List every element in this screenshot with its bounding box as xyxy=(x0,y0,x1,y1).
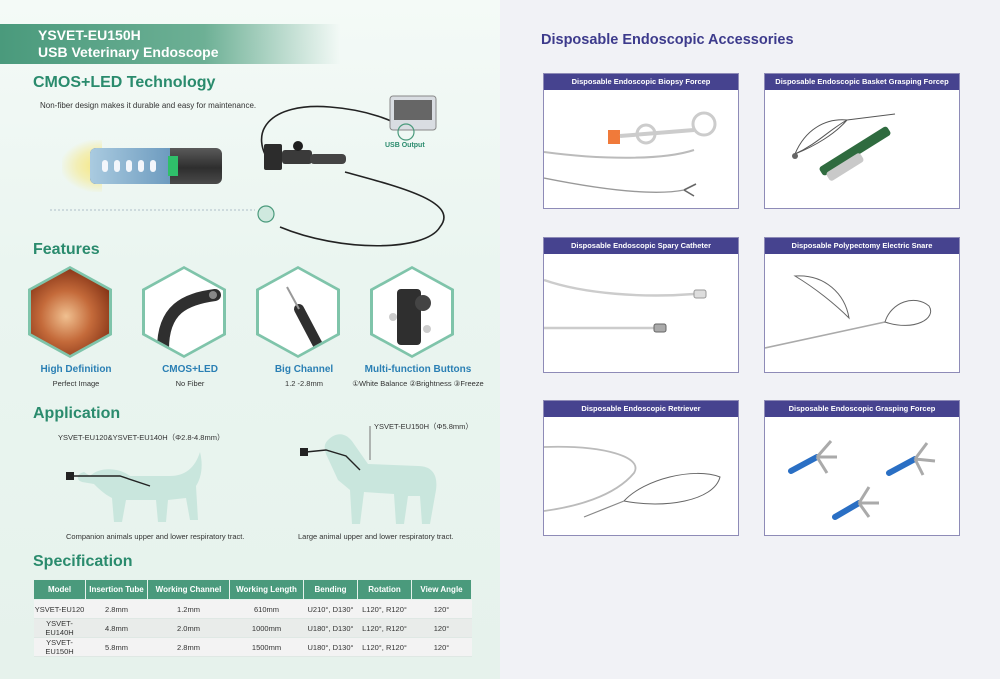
card-title: Disposable Endoscopic Retriever xyxy=(544,401,738,417)
feature-sub-cmos: No Fiber xyxy=(175,379,205,388)
product-title: USB Veterinary Endoscope xyxy=(38,44,219,60)
spec-col-header: Model xyxy=(33,579,86,600)
retriever-image xyxy=(544,445,721,518)
feature-sub-hd: Perfect Image xyxy=(52,379,100,388)
application-title: Application xyxy=(33,405,121,422)
card-polypectomy-snare: Disposable Polypectomy Electric Snare xyxy=(764,237,960,373)
spec-cell: YSVET-EU140H xyxy=(33,618,86,638)
spec-cell: U180°, D130° xyxy=(303,637,358,657)
card-title: Disposable Polypectomy Electric Snare xyxy=(765,238,959,254)
table-row: YSVET-EU140H 4.8mm 2.0mm 1000mm U180°, D… xyxy=(33,618,472,638)
grasping-forcep-image xyxy=(788,440,936,520)
feature-name-channel: Big Channel xyxy=(274,364,334,375)
small-animal-model-label: YSVET-EU120&YSVET-EU140H（Φ2.8-4.8mm） xyxy=(58,433,225,442)
horse-illustration xyxy=(300,426,437,524)
feature-hex-hd xyxy=(28,266,112,358)
feature-hex-cmos xyxy=(142,266,226,358)
card-grasping-forcep: Disposable Endoscopic Grasping Forcep xyxy=(764,400,960,536)
spec-cell: 2.0mm xyxy=(147,618,230,638)
card-basket-grasping-forcep: Disposable Endoscopic Basket Grasping Fo… xyxy=(764,73,960,209)
spray-catheter-image xyxy=(544,278,707,333)
card-biopsy-forcep: Disposable Endoscopic Biopsy Forcep xyxy=(543,73,739,209)
spec-cell: 120° xyxy=(411,599,472,619)
polypectomy-snare-image xyxy=(765,275,932,349)
dog-illustration xyxy=(66,452,202,522)
spec-cell: 5.8mm xyxy=(85,637,148,657)
spec-col-header: Rotation xyxy=(357,579,412,600)
small-animal-caption: Companion animals upper and lower respir… xyxy=(66,532,245,541)
spec-cell: U180°, D130° xyxy=(303,618,358,638)
spec-col-header: Working Channel xyxy=(147,579,230,600)
specification-table: Model Insertion Tube Working Channel Wor… xyxy=(33,579,472,657)
endoscope-device-image xyxy=(50,95,445,247)
channel-tip-image xyxy=(259,269,337,355)
spec-cell: L120°, R120° xyxy=(357,637,412,657)
card-spray-catheter: Disposable Endoscopic Spary Catheter xyxy=(543,237,739,373)
tissue-image xyxy=(31,269,109,355)
spec-cell: U210°, D130° xyxy=(303,599,358,619)
table-row: YSVET-EU150H 5.8mm 2.8mm 1500mm U180°, D… xyxy=(33,637,472,657)
usb-output-label: USB Output xyxy=(385,142,425,149)
model-title: YSVET-EU150H xyxy=(38,27,141,43)
basket-forcep-image xyxy=(792,113,896,181)
large-animal-caption: Large animal upper and lower respiratory… xyxy=(298,532,454,541)
scope-tube-image xyxy=(145,269,223,355)
feature-hex-channel xyxy=(256,266,340,358)
feature-name-cmos: CMOS+LED xyxy=(162,364,218,375)
spec-cell: 2.8mm xyxy=(147,637,230,657)
accessories-title: Disposable Endoscopic Accessories xyxy=(541,32,794,48)
spec-col-header: Bending xyxy=(303,579,358,600)
card-title: Disposable Endoscopic Basket Grasping Fo… xyxy=(765,74,959,90)
feature-name-buttons: Multi-function Buttons xyxy=(364,364,472,375)
card-retriever: Disposable Endoscopic Retriever xyxy=(543,400,739,536)
spec-cell: L120°, R120° xyxy=(357,618,412,638)
spec-cell: 120° xyxy=(411,637,472,657)
camera-tip-image xyxy=(90,148,222,184)
title-band: YSVET-EU150H USB Veterinary Endoscope xyxy=(0,24,340,64)
spec-cell: L120°, R120° xyxy=(357,599,412,619)
features-title: Features xyxy=(33,241,100,258)
spec-cell: 4.8mm xyxy=(85,618,148,638)
cmos-description: Non-fiber design makes it durable and ea… xyxy=(40,101,257,110)
card-title: Disposable Endoscopic Spary Catheter xyxy=(544,238,738,254)
spec-cell: YSVET-EU120 xyxy=(33,599,86,619)
spec-cell: 1500mm xyxy=(229,637,304,657)
accessories-panel: Disposable Endoscopic Accessories Dispos… xyxy=(500,0,1000,679)
endoscope-panel: YSVET-EU150H USB Veterinary Endoscope CM… xyxy=(0,0,500,679)
feature-sub-buttons: ①White Balance ②Brightness ③Freeze xyxy=(352,379,484,388)
control-handle-image xyxy=(373,269,451,355)
feature-hex-buttons xyxy=(370,266,454,358)
spec-cell: 1000mm xyxy=(229,618,304,638)
card-title: Disposable Endoscopic Grasping Forcep xyxy=(765,401,959,417)
card-title: Disposable Endoscopic Biopsy Forcep xyxy=(544,74,738,90)
spec-cell: 1.2mm xyxy=(147,599,230,619)
spec-col-header: Insertion Tube xyxy=(85,579,148,600)
feature-sub-channel: 1.2 -2.8mm xyxy=(285,379,323,388)
spec-cell: 120° xyxy=(411,618,472,638)
specification-title: Specification xyxy=(33,553,133,570)
spec-cell: 2.8mm xyxy=(85,599,148,619)
spec-col-header: View Angle xyxy=(411,579,472,600)
spec-cell: YSVET-EU150H xyxy=(33,637,86,657)
spec-col-header: Working Length xyxy=(229,579,304,600)
spec-header-row: Model Insertion Tube Working Channel Wor… xyxy=(33,579,472,600)
cmos-title: CMOS+LED Technology xyxy=(33,74,216,91)
large-animal-model-label: YSVET-EU150H（Φ5.8mm） xyxy=(374,422,473,431)
spec-cell: 610mm xyxy=(229,599,304,619)
biopsy-forcep-image xyxy=(544,111,717,197)
feature-name-hd: High Definition xyxy=(40,364,112,375)
table-row: YSVET-EU120 2.8mm 1.2mm 610mm U210°, D13… xyxy=(33,599,472,619)
